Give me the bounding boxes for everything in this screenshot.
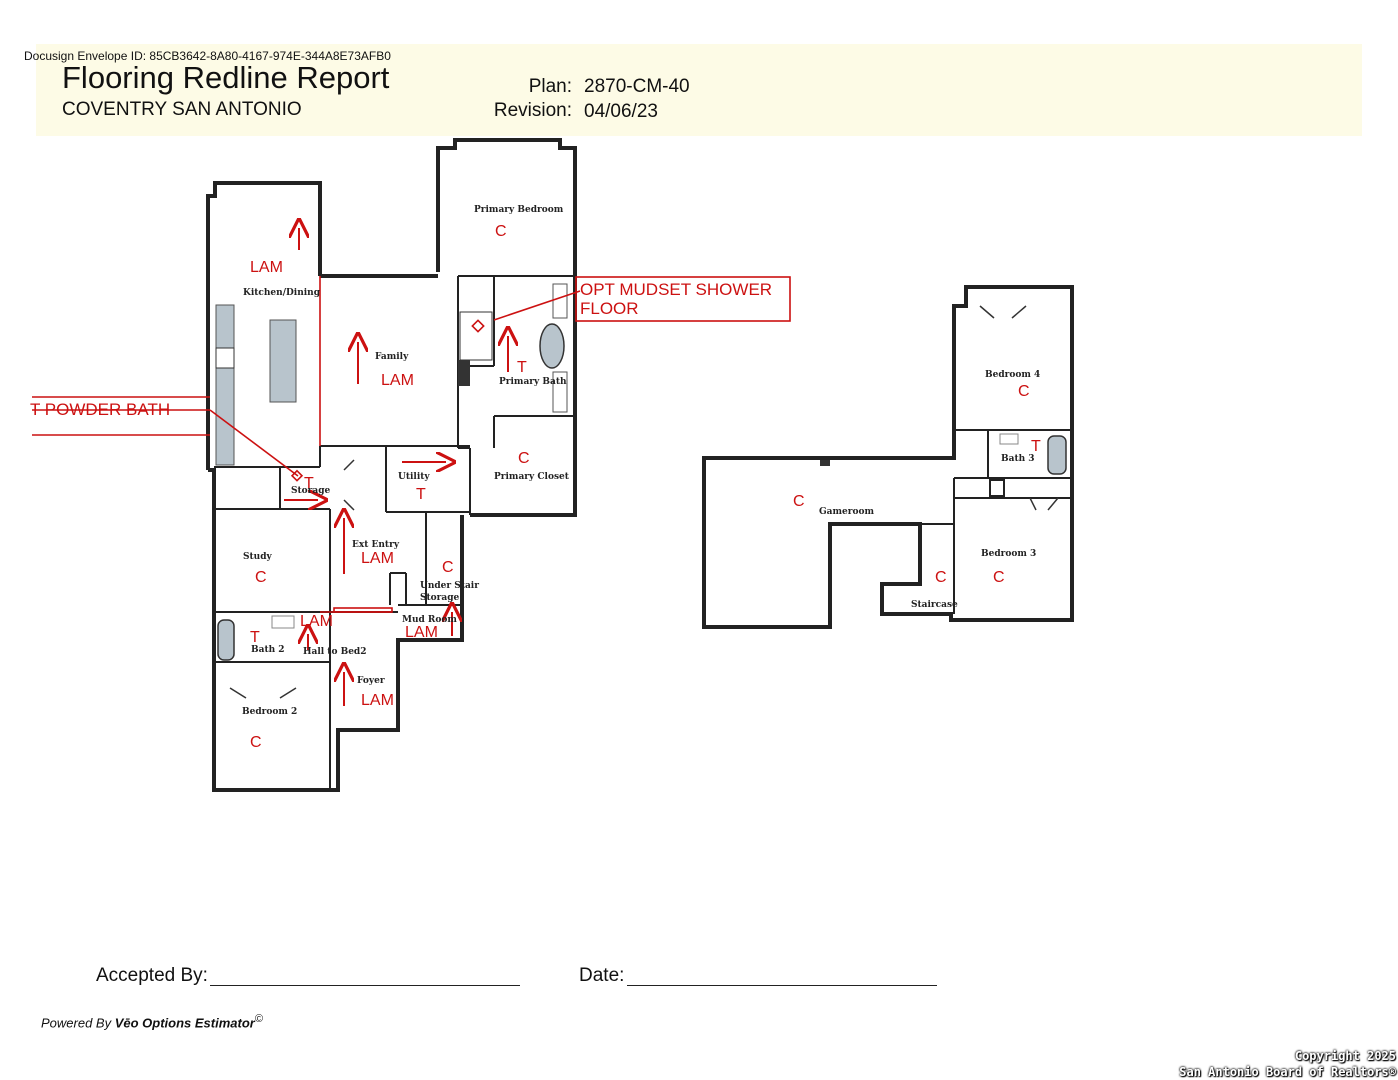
code-bedroom-3: C [993, 569, 1005, 586]
accepted-by-label: Accepted By: [96, 965, 208, 986]
room-hall-to-bed2: Hall to Bed2 [303, 647, 367, 657]
code-utility: T [416, 486, 426, 503]
room-ext-entry: Ext Entry [352, 540, 400, 550]
primary-suite-right-wall [470, 272, 577, 517]
cooktop [215, 347, 235, 369]
code-gameroom: C [793, 493, 805, 510]
code-foyer: LAM [361, 692, 394, 709]
plan-label: Plan: [528, 76, 572, 97]
room-staircase: Staircase [911, 600, 958, 610]
header-band [36, 44, 1362, 136]
revision-label: Revision: [493, 100, 572, 121]
primary-bath-vanity [552, 283, 568, 319]
mudset-callout-box [575, 276, 791, 322]
redline-arrows [284, 228, 508, 706]
second-floor-room-labels: Bedroom 4 Bath 3 Gameroom Bedroom 3 Stai… [819, 370, 1040, 610]
bath2-tub [217, 619, 235, 661]
primary-bath-vanity-2 [552, 371, 568, 413]
bath3-tub [1047, 435, 1067, 475]
code-primary-bath: T [517, 359, 527, 376]
code-bedroom-4: C [1018, 383, 1030, 400]
report-title: Flooring Redline Report [62, 60, 390, 95]
first-floor-room-labels: Primary Bedroom Kitchen/Dining Family Pr… [242, 205, 570, 717]
room-foyer: Foyer [357, 676, 385, 686]
powered-prefix: Powered By [41, 1015, 115, 1031]
kitchen-island [269, 319, 297, 403]
second-floor-walls [702, 285, 1074, 629]
code-ext-entry: LAM [361, 550, 394, 567]
second-floor-doors [979, 305, 1059, 511]
code-bedroom-2: C [250, 734, 262, 751]
room-gameroom: Gameroom [819, 507, 875, 517]
first-floor-doors [229, 459, 355, 699]
copyright-watermark: Copyright 2025 San Antonio Board of Real… [1179, 1048, 1396, 1080]
code-family: LAM [381, 372, 414, 389]
code-kitchen: LAM [250, 259, 283, 276]
powered-mark: © [254, 1013, 263, 1025]
bath-cabinet [458, 360, 470, 386]
code-mud-room: LAM [405, 624, 438, 641]
first-floor-walls [206, 138, 577, 792]
room-bedroom-3: Bedroom 3 [981, 549, 1036, 559]
code-under-stair: C [442, 559, 454, 576]
revision-value: 04/06/23 [584, 101, 658, 122]
primary-bedroom-walls [436, 138, 577, 272]
room-bath-3: Bath 3 [1001, 454, 1035, 464]
copyright-line1: Copyright 2025 [1294, 1049, 1396, 1063]
room-primary-closet: Primary Closet [494, 472, 570, 482]
bath2-vanity [271, 615, 295, 629]
accepted-by-line [210, 985, 520, 986]
room-bath-2: Bath 2 [251, 645, 285, 655]
callout-powder-bath: T POWDER BATH [30, 400, 170, 419]
second-floor-fixtures [820, 433, 1067, 475]
code-bath-2: T [250, 629, 260, 646]
kitchen-counter [215, 304, 235, 466]
second-floor-interior [920, 429, 1072, 614]
bathtub [539, 323, 565, 369]
code-primary-closet: C [518, 450, 530, 467]
room-bedroom-2: Bedroom 2 [242, 707, 297, 717]
room-mud-room: Mud Room [402, 615, 457, 625]
gameroom-post [820, 460, 830, 466]
code-storage: T [304, 475, 314, 492]
code-staircase: C [935, 569, 947, 586]
date-line [627, 985, 937, 986]
room-family: Family [375, 352, 409, 362]
redline-lines [32, 276, 791, 613]
room-primary-bath: Primary Bath [499, 377, 567, 387]
shower [459, 311, 493, 361]
community-name: COVENTRY SAN ANTONIO [62, 99, 302, 120]
room-under-stair-2: Storage [420, 593, 460, 603]
docusign-envelope-id: Docusign Envelope ID: 85CB3642-8A80-4167… [24, 49, 391, 63]
plan-value: 2870-CM-40 [584, 76, 690, 97]
room-bedroom-4: Bedroom 4 [985, 370, 1040, 380]
copyright-line2: San Antonio Board of Realtors® [1179, 1065, 1396, 1079]
room-primary-bedroom: Primary Bedroom [474, 205, 564, 215]
powered-product: Vēo Options Estimator [114, 1015, 255, 1031]
code-bath-3: T [1031, 438, 1041, 455]
callout-mudset-line2: FLOOR [580, 299, 639, 318]
code-study: C [255, 569, 267, 586]
bath3-vanity [999, 433, 1019, 445]
room-kitchen-dining: Kitchen/Dining [243, 288, 321, 298]
room-study: Study [243, 552, 272, 562]
code-primary-bedroom: C [495, 223, 507, 240]
room-under-stair-1: Under Stair [420, 581, 479, 591]
redline-callouts: OPT MUDSET SHOWER FLOOR T POWDER BATH [30, 280, 772, 419]
kitchen-walls [206, 181, 322, 470]
code-hall: LAM [300, 613, 333, 630]
powered-by: Powered By Vēo Options Estimator© [41, 1013, 263, 1030]
flooring-codes: C LAM LAM T C T T LAM C C LAM T LAM LAM … [250, 223, 1041, 751]
callout-mudset-line1: OPT MUDSET SHOWER [580, 280, 772, 299]
main-left-wall [208, 468, 464, 792]
room-storage: Storage [291, 486, 331, 496]
room-utility: Utility [398, 472, 430, 482]
date-label: Date: [579, 965, 625, 986]
